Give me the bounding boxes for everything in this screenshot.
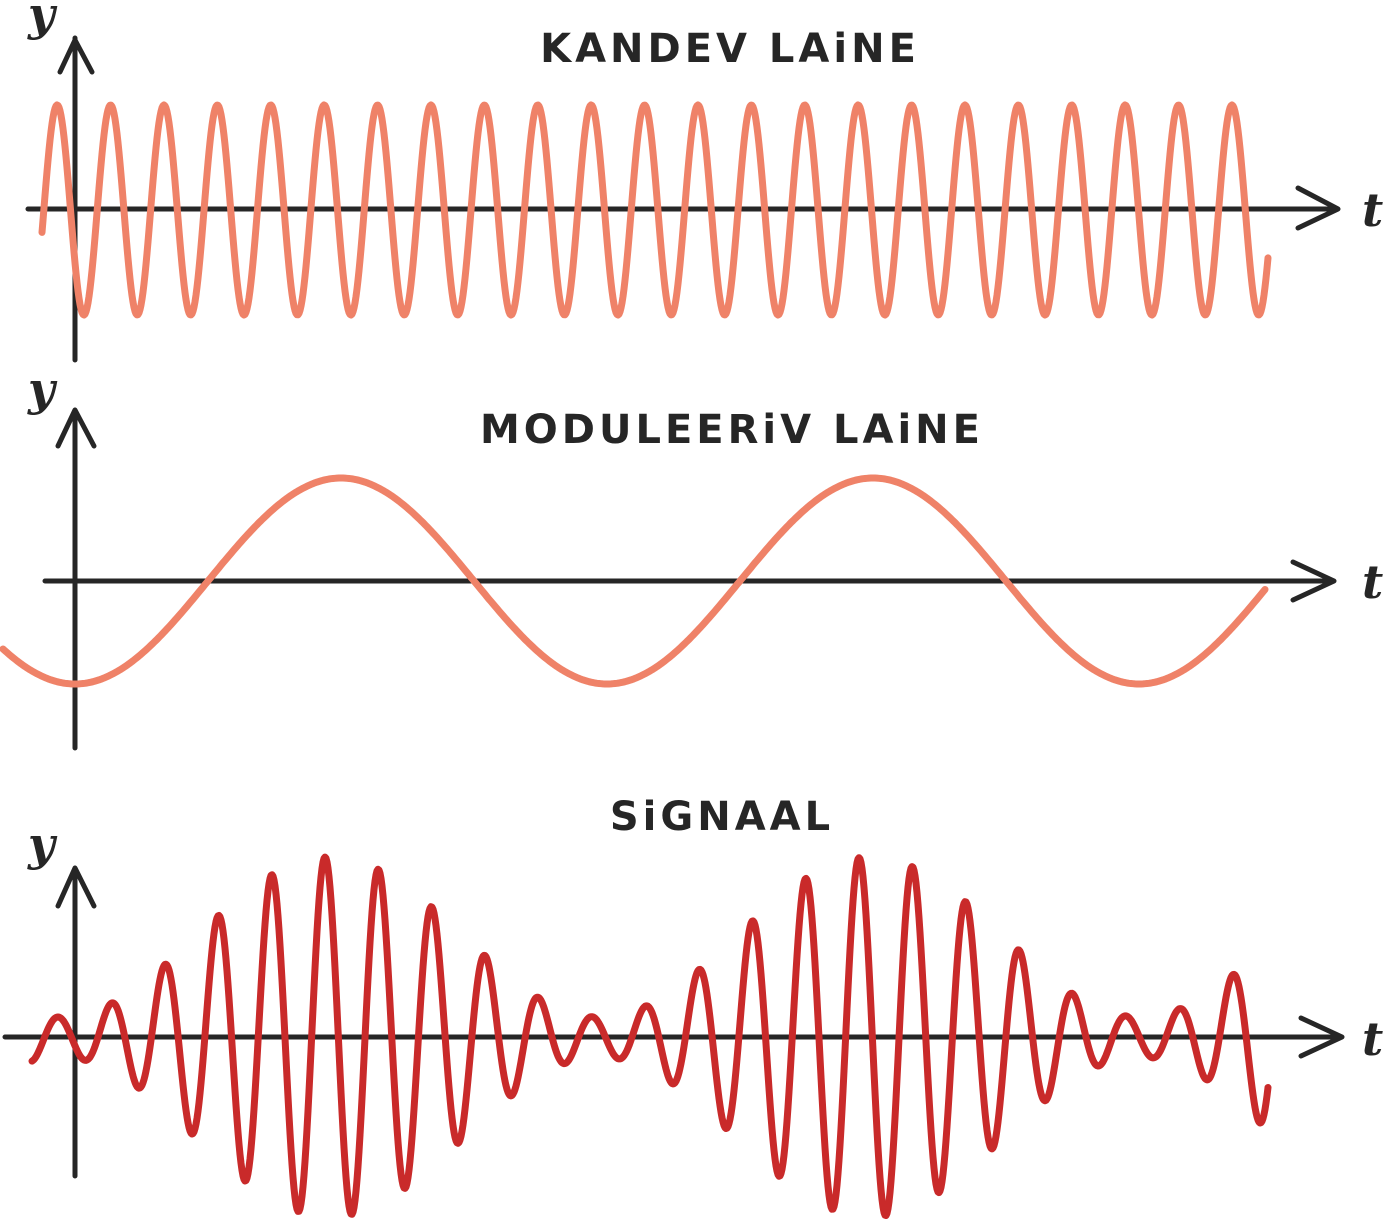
x-axis-label: t [1362,1012,1383,1066]
panel-title: KANDEV LAiNE [540,26,920,72]
signal-wave-line [28,853,1272,1219]
y-axis [55,865,97,1179]
y-axis-label: y [27,817,58,871]
signal-panel: SiGNAAL y t [2,794,1383,1219]
carrier-wave-line [38,101,1272,319]
x-axis [2,1015,1345,1059]
carrier-wave-panel: KANDEV LAiNE y t [25,0,1383,363]
y-axis-label: y [27,362,58,416]
modulating-wave-panel: MODULEERiV LAiNE y t [0,362,1383,751]
y-axis-label: y [27,0,58,41]
x-axis-label: t [1362,183,1383,237]
panel-title: SiGNAAL [610,794,834,840]
x-axis-label: t [1362,555,1383,609]
x-axis [42,559,1337,603]
y-axis [57,35,95,363]
modulating-wave-line [0,474,1269,688]
panel-title: MODULEERiV LAiNE [480,407,984,453]
